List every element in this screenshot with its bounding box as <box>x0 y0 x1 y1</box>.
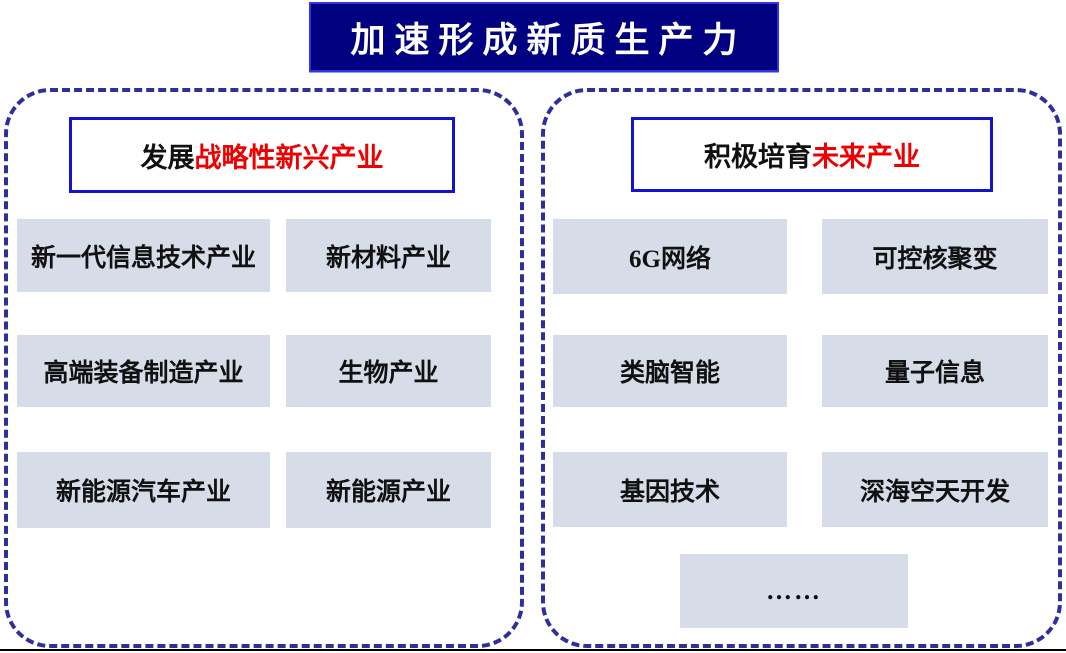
item-box-gene-technology: 基因技术 <box>553 452 787 527</box>
item-label: 生物产业 <box>338 360 439 387</box>
item-label: 新能源产业 <box>325 479 451 506</box>
item-label: 量子信息 <box>884 360 985 387</box>
item-label: 深海空天开发 <box>859 478 1010 506</box>
item-label: 可控核聚变 <box>872 245 998 273</box>
item-box-controlled-fusion: 可控核聚变 <box>822 219 1048 294</box>
item-box-quantum-info: 量子信息 <box>822 335 1048 407</box>
item-box-brain-like-ai: 类脑智能 <box>553 335 787 407</box>
right-panel-header: 积极培育未来产业 <box>631 117 993 192</box>
bottom-edge-line <box>0 649 1066 651</box>
left-panel-header: 发展战略性新兴产业 <box>69 117 455 193</box>
item-label: 新材料产业 <box>325 244 451 272</box>
item-label: 基因技术 <box>619 478 720 506</box>
item-box-more-ellipsis: …… <box>680 554 908 628</box>
item-box-bio-industry: 生物产业 <box>286 335 491 407</box>
item-box-high-end-equipment: 高端装备制造产业 <box>17 335 270 407</box>
title-banner: 加速形成新质生产力 <box>309 2 779 72</box>
panel-future-industries: 积极培育未来产业 6G网络 可控核聚变 类脑智能 量子信息 基因技术 深海空天开… <box>541 88 1062 648</box>
item-label: 新一代信息技术产业 <box>30 244 256 272</box>
item-box-6g-network: 6G网络 <box>553 219 787 294</box>
item-box-next-gen-it: 新一代信息技术产业 <box>17 219 270 292</box>
item-label: 6G网络 <box>629 245 711 273</box>
item-label: 新能源汽车产业 <box>55 479 231 506</box>
title-text: 加速形成新质生产力 <box>350 20 747 60</box>
ellipsis-label: …… <box>766 576 822 605</box>
left-header-prefix: 发展 <box>140 142 195 173</box>
item-box-deep-sea-space: 深海空天开发 <box>822 452 1048 527</box>
left-header-highlight: 战略性新兴产业 <box>194 142 384 173</box>
item-box-new-energy: 新能源产业 <box>286 452 491 528</box>
panel-strategic-emerging-industries: 发展战略性新兴产业 新一代信息技术产业 新材料产业 高端装备制造产业 生物产业 … <box>4 88 524 648</box>
item-label: 高端装备制造产业 <box>43 360 244 387</box>
right-header-prefix: 积极培育 <box>704 142 812 172</box>
item-label: 类脑智能 <box>619 360 720 387</box>
item-box-nev-industry: 新能源汽车产业 <box>17 452 270 528</box>
item-box-new-materials: 新材料产业 <box>286 219 491 292</box>
right-header-highlight: 未来产业 <box>812 142 920 172</box>
